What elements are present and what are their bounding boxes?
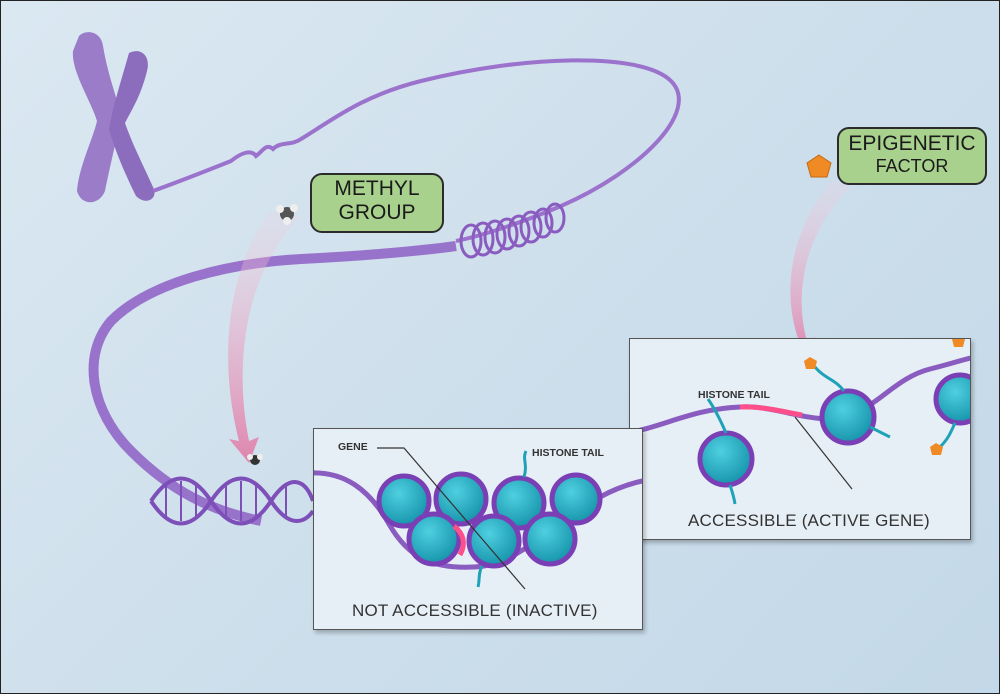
methyl-label-line1: METHYL [334, 177, 420, 200]
nucleosome-icon [697, 430, 755, 488]
inactive-caption: NOT ACCESSIBLE (INACTIVE) [352, 601, 598, 620]
epi-label-line1: EPIGENETIC [848, 132, 976, 155]
active-panel-art [630, 339, 970, 505]
nucleosome-icon [819, 388, 877, 446]
chromatin-coil [459, 202, 566, 259]
histone-tail-label: HISTONE TAIL [532, 447, 604, 459]
epigenetic-arrow [789, 181, 851, 363]
methyl-group-label: METHYL GROUP [310, 173, 444, 233]
chromatin-thread [152, 58, 681, 243]
nucleosome-icon [933, 372, 970, 426]
active-gene-panel: HISTONE TAIL ACCESSIBLE (ACTIVE GENE) [629, 338, 971, 540]
epi-label-line2: FACTOR [875, 156, 949, 177]
chromatin-fiber [88, 241, 457, 526]
inactive-panel-art [314, 447, 642, 590]
active-caption: ACCESSIBLE (ACTIVE GENE) [688, 511, 930, 530]
chromosome-icon [72, 32, 155, 203]
histone-tail-label: HISTONE TAIL [698, 389, 770, 401]
epigenetic-factor-label: EPIGENETIC FACTOR [837, 127, 987, 185]
inactive-gene-segment [452, 524, 466, 557]
epigenetic-factor-icon [806, 154, 832, 178]
methyl-group-molecule-icon [276, 204, 298, 225]
methyl-on-dna-icon [247, 454, 263, 465]
nucleosome-cluster [376, 471, 603, 569]
methyl-arrow [228, 211, 301, 463]
methyl-label-line2: GROUP [338, 201, 416, 225]
dna-double-helix [149, 476, 315, 526]
active-gene-segment [739, 404, 803, 418]
gene-label: GENE [338, 441, 368, 453]
inactive-gene-panel: GENE HISTONE TAIL NOT ACCESSIBLE (INACTI… [313, 428, 643, 630]
